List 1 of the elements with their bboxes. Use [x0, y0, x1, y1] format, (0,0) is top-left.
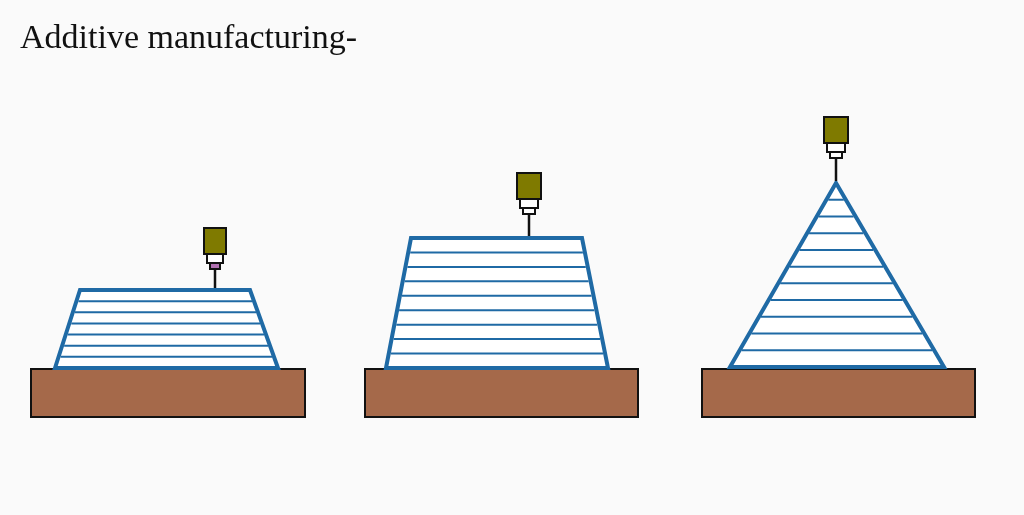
title: Additive manufacturing- [20, 18, 358, 56]
